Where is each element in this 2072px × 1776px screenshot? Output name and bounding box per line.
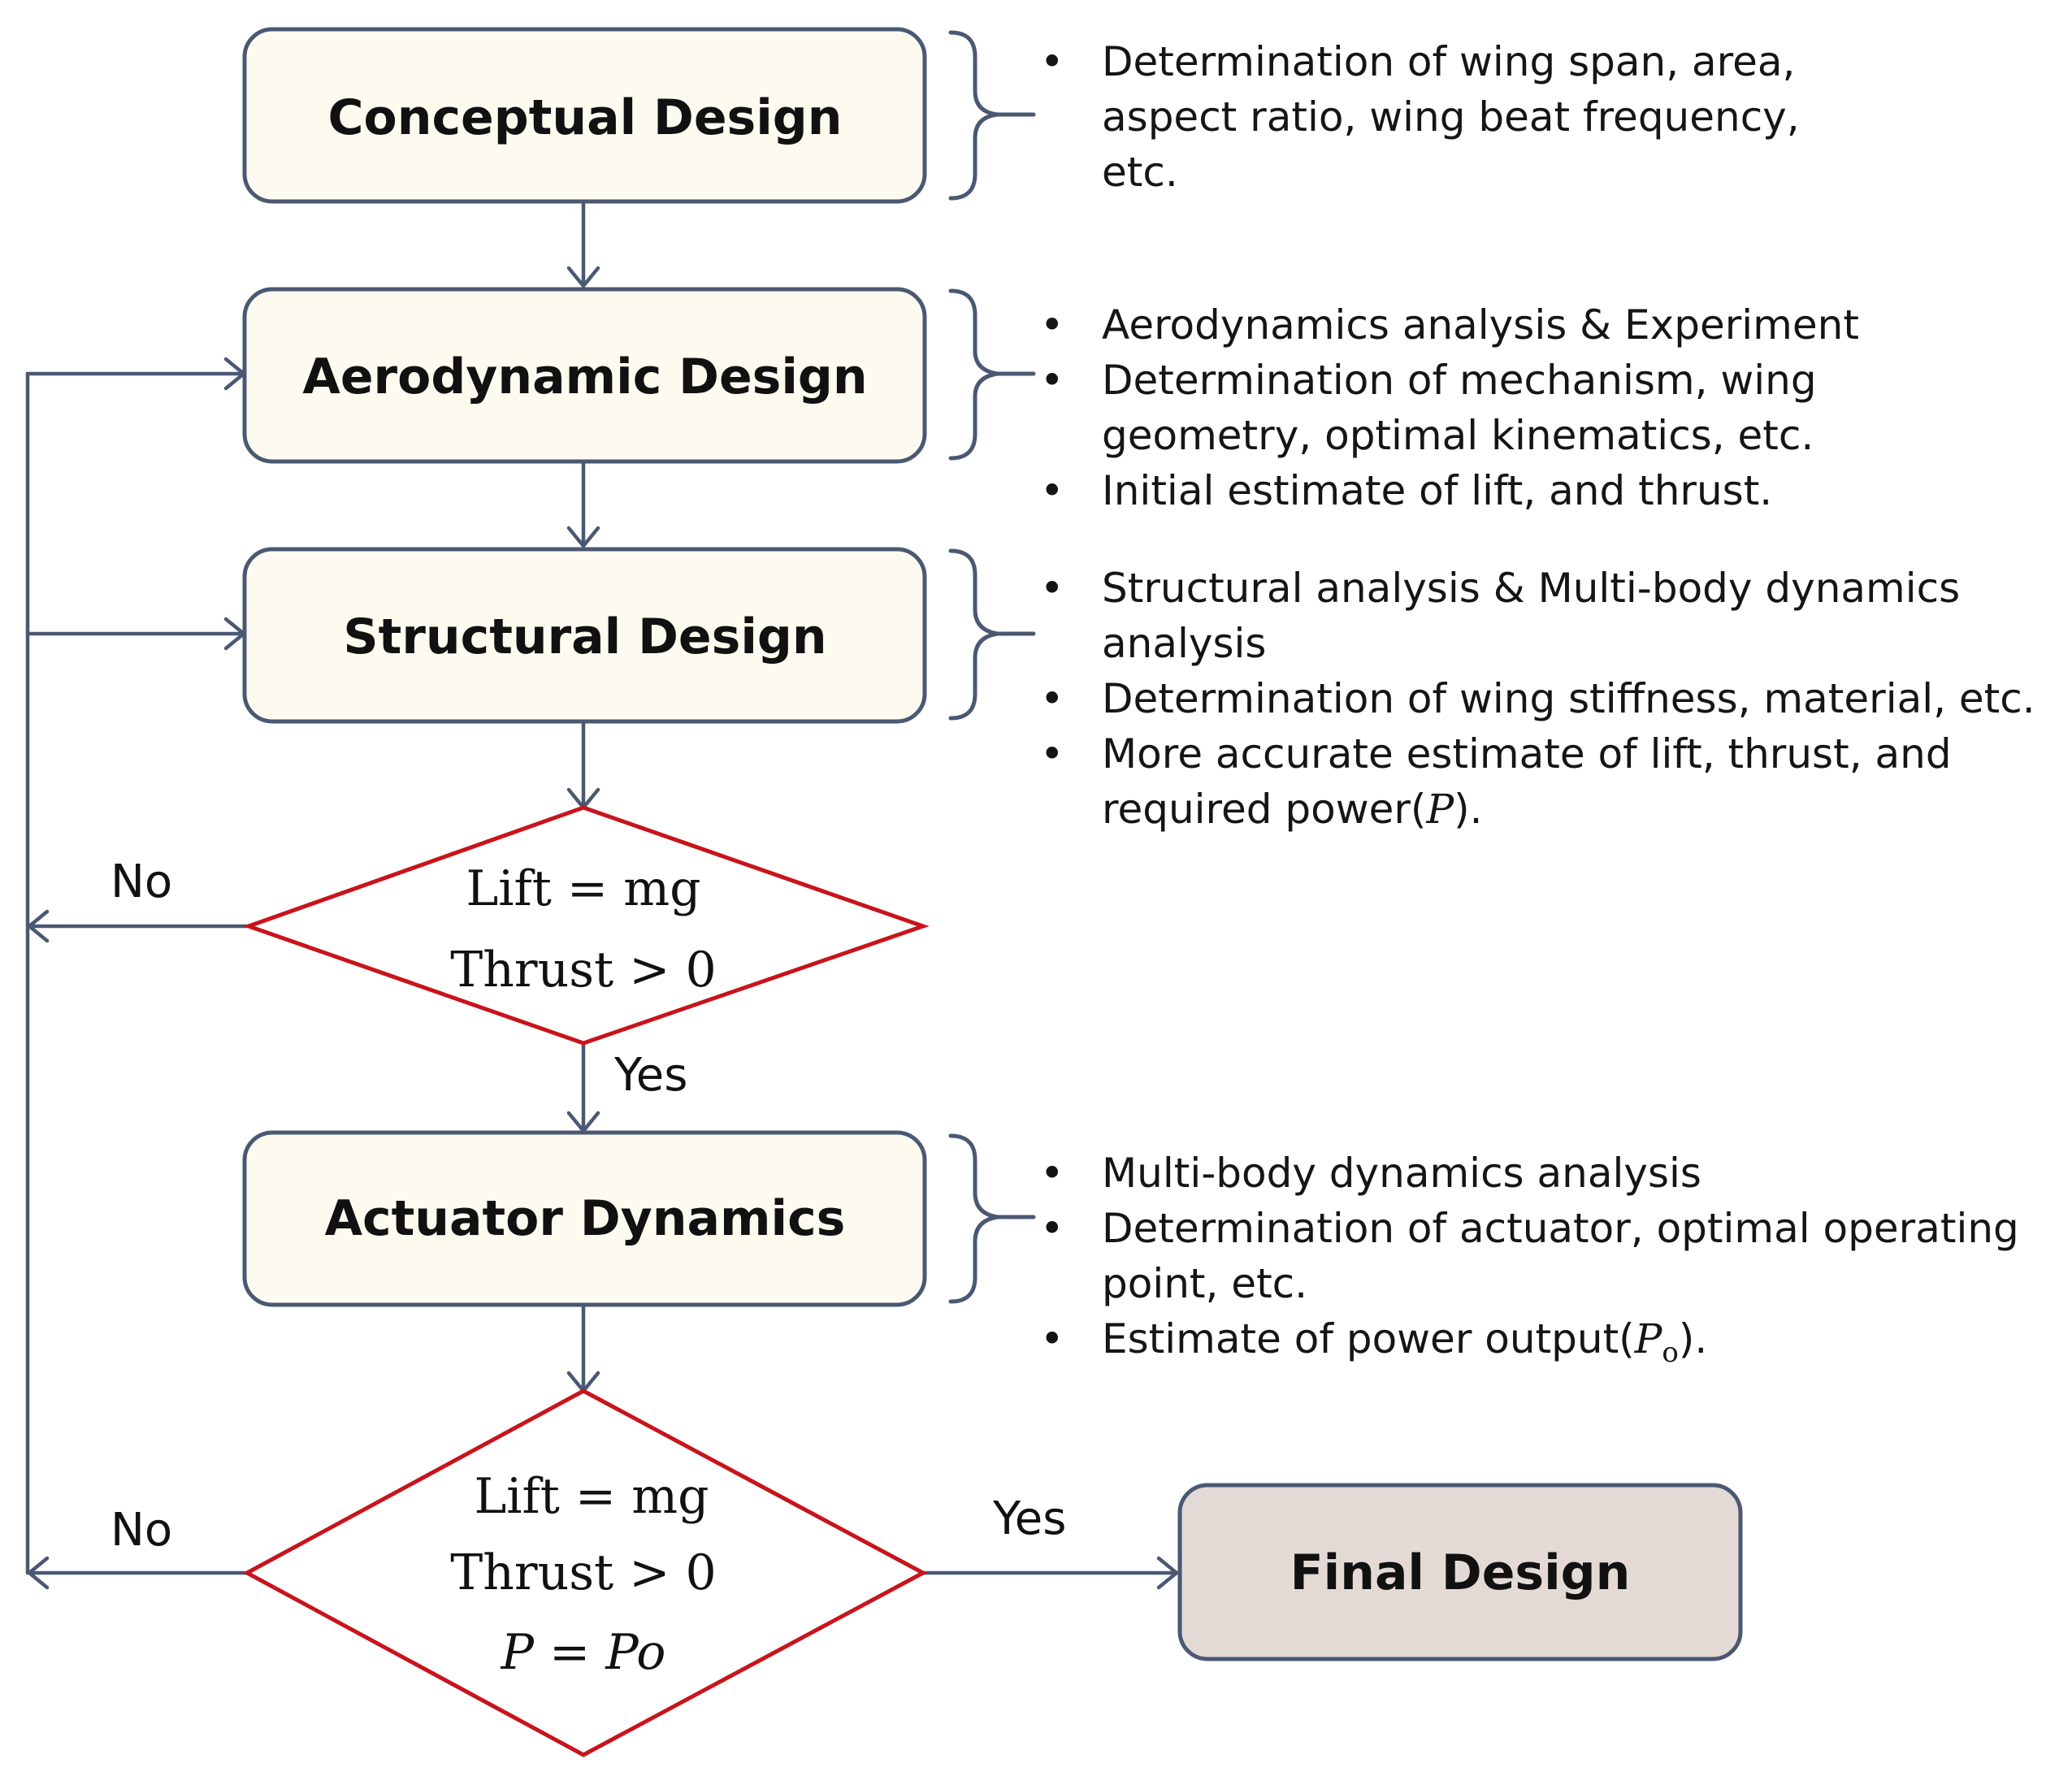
label-yes: Yes bbox=[613, 1049, 687, 1102]
box-aerodynamic-design: Aerodynamic Design bbox=[242, 287, 927, 464]
box-label: Structural Design bbox=[343, 609, 826, 665]
box-conceptual-design: Conceptual Design bbox=[242, 27, 927, 204]
note-item: Initial estimate of lift, and thrust. bbox=[1037, 463, 1859, 518]
brace-structural bbox=[948, 548, 1036, 721]
label-no: No bbox=[111, 856, 172, 908]
box-label: Aerodynamic Design bbox=[302, 349, 867, 405]
box-final-design: Final Design bbox=[1177, 1483, 1743, 1661]
box-actuator-dynamics: Actuator Dynamics bbox=[242, 1130, 927, 1307]
note-item: Multi-body dynamics analysis bbox=[1037, 1146, 2019, 1201]
note-item: Aerodynamics analysis & Experiment bbox=[1037, 297, 1859, 353]
note-item: More accurate estimate of lift, thrust, … bbox=[1037, 726, 2035, 837]
note-item: Estimate of power output(Po). bbox=[1037, 1311, 2019, 1380]
note-item: Determination of mechanism, winggeometry… bbox=[1037, 353, 1859, 463]
notes-actuator: Multi-body dynamics analysis Determinati… bbox=[1037, 1146, 2019, 1380]
decision-lift-thrust: Lift = mg Thrust > 0 bbox=[242, 805, 930, 1046]
condition-thrust: Thrust > 0 bbox=[450, 942, 716, 998]
box-structural-design: Structural Design bbox=[242, 547, 927, 724]
note-item: Determination of actuator, optimal opera… bbox=[1037, 1201, 2019, 1311]
condition-lift: Lift = mg bbox=[466, 860, 700, 917]
condition-lift: Lift = mg bbox=[474, 1468, 709, 1525]
notes-aerodynamic: Aerodynamics analysis & Experiment Deter… bbox=[1037, 297, 1859, 518]
note-item: Determination of wing stiffness, materia… bbox=[1037, 671, 2035, 726]
note-item: Determination of wing span, area,aspect … bbox=[1037, 34, 1800, 200]
notes-structural: Structural analysis & Multi-body dynamic… bbox=[1037, 561, 2035, 837]
label-yes: Yes bbox=[992, 1492, 1066, 1545]
box-label: Actuator Dynamics bbox=[325, 1190, 846, 1247]
condition-thrust: Thrust > 0 bbox=[450, 1544, 716, 1601]
box-label: Final Design bbox=[1290, 1544, 1631, 1601]
brace-conceptual bbox=[948, 30, 1036, 201]
box-label: Conceptual Design bbox=[328, 89, 843, 146]
decision-lift-thrust-power: Lift = mg Thrust > 0 P = Po bbox=[242, 1388, 928, 1757]
brace-aerodynamic bbox=[948, 288, 1036, 461]
condition-power: P = Po bbox=[501, 1624, 666, 1681]
note-item: Structural analysis & Multi-body dynamic… bbox=[1037, 561, 2035, 671]
brace-actuator bbox=[948, 1133, 1036, 1304]
connectors bbox=[25, 199, 1179, 1590]
label-no: No bbox=[111, 1504, 172, 1557]
notes-conceptual: Determination of wing span, area,aspect … bbox=[1037, 34, 1800, 200]
